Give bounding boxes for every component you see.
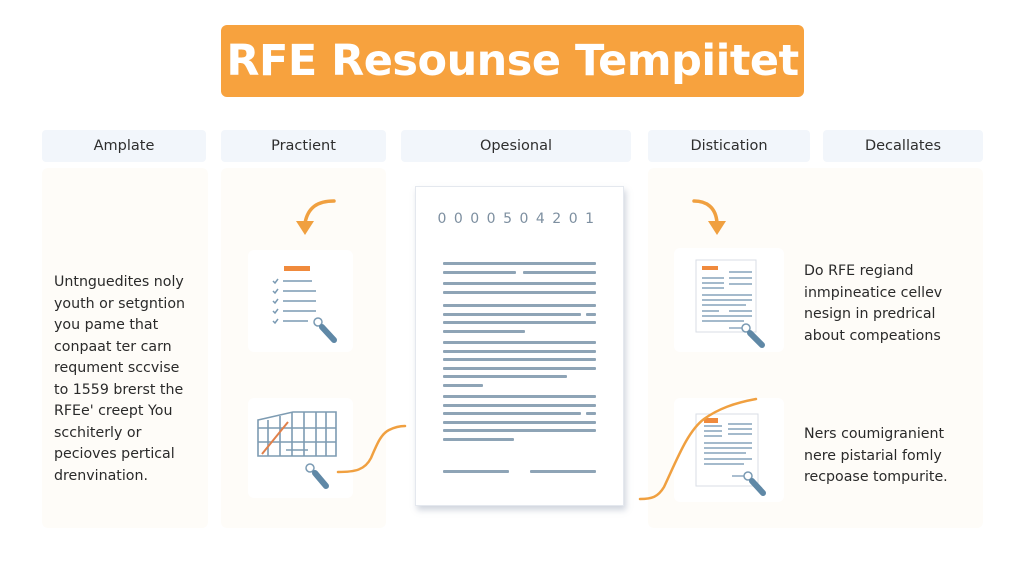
column-header-1: Amplate <box>42 130 206 162</box>
right-top-description: Do RFE regiand inmpineatice cellev nesig… <box>804 263 943 344</box>
page-title: RFE Resounse Tempiitet <box>226 36 799 86</box>
document-preview: 0000504201 <box>415 186 624 506</box>
connector-curve-right <box>638 397 758 501</box>
document-magnifier-icon <box>695 259 765 348</box>
document-curve-magnifier-icon <box>695 413 766 496</box>
column-header-4: Distication <box>648 130 810 162</box>
document-review-card <box>674 248 784 352</box>
curved-arrow-down-icon <box>296 199 336 235</box>
left-panel <box>42 168 208 528</box>
left-description: Untnguedites noly youth or setgntion you… <box>54 274 186 484</box>
title-banner: RFE Resounse Tempiitet <box>221 25 804 97</box>
checklist-magnifier-icon <box>272 266 337 343</box>
checklist-card <box>248 250 353 352</box>
document-number: 0000504201 <box>437 211 602 227</box>
keyboard-grid-pen-icon <box>257 411 337 489</box>
column-header-5: Decallates <box>823 130 983 162</box>
document-curve-card <box>674 398 784 502</box>
column-header-3: Opesional <box>401 130 631 162</box>
curved-arrow-down-icon <box>692 199 726 235</box>
right-bottom-description: Ners coumigranient nere pistarial fomly … <box>804 426 948 485</box>
connector-curve-left <box>336 424 407 474</box>
column-header-2: Practient <box>221 130 386 162</box>
keyboard-card <box>248 398 353 498</box>
